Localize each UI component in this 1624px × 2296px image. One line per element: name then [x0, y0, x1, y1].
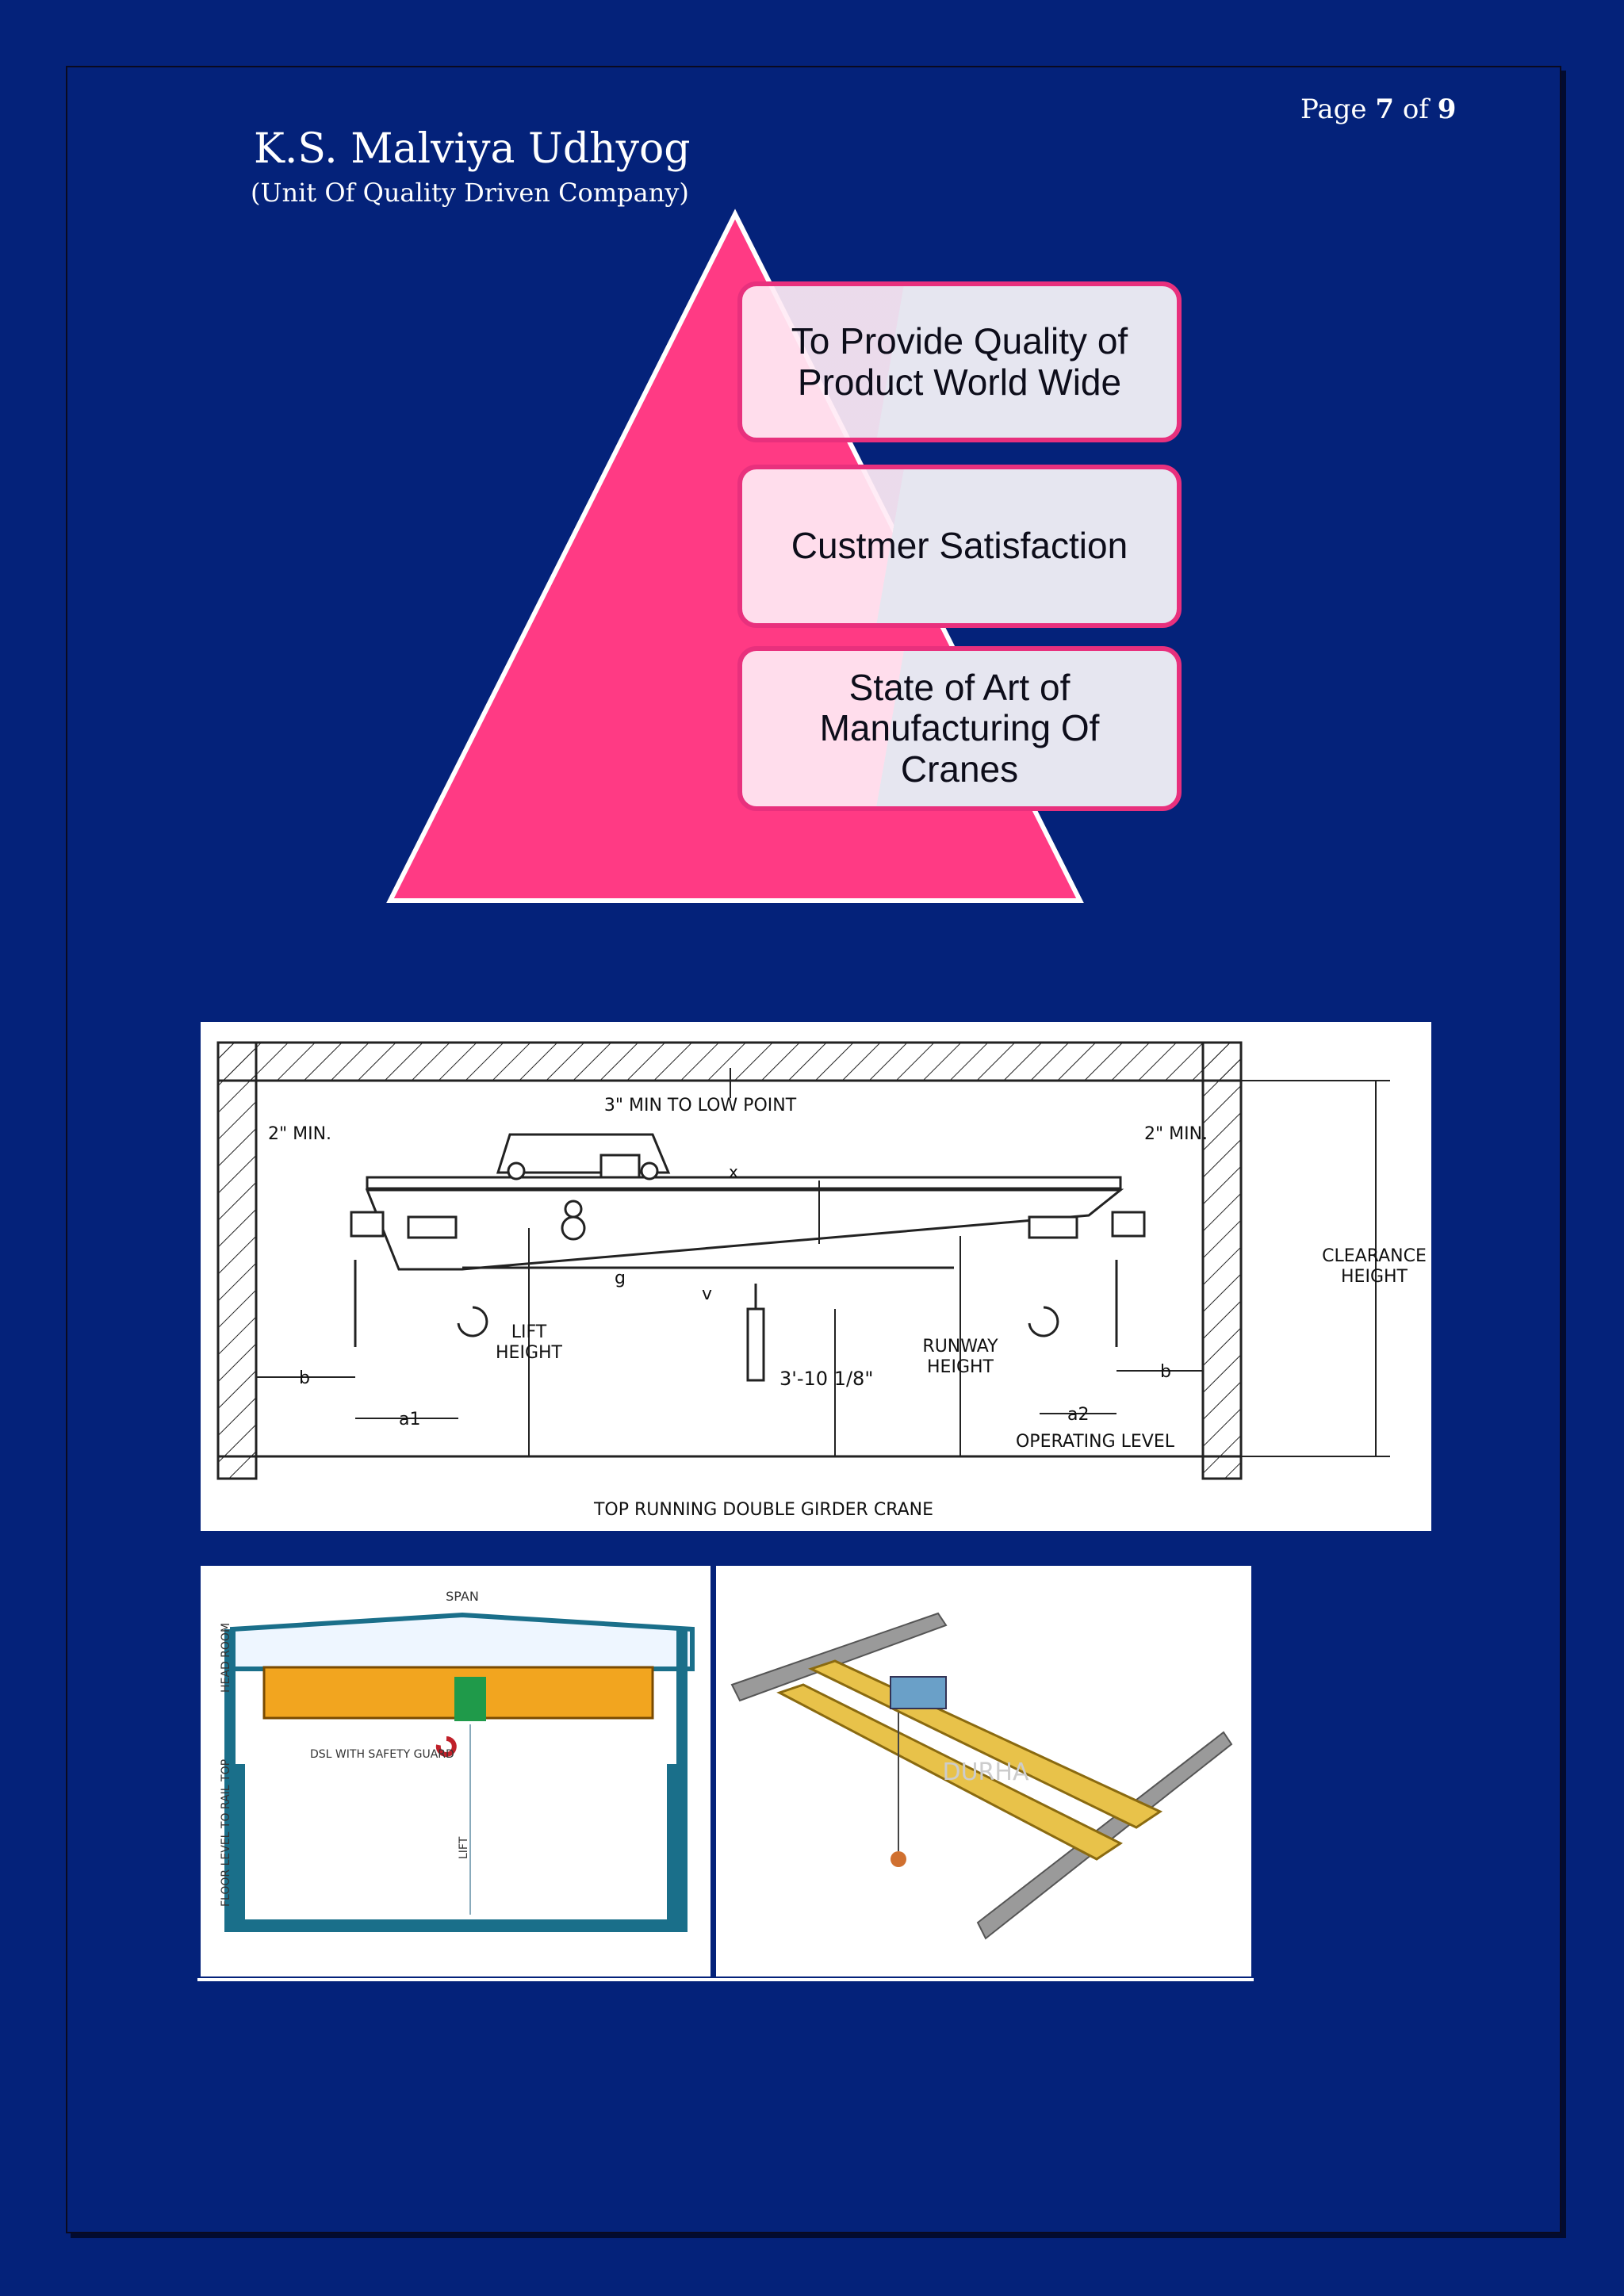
- diagram-caption: TOP RUNNING DOUBLE GIRDER CRANE: [593, 1500, 933, 1520]
- diagram-label-b-left: b: [299, 1368, 310, 1388]
- crane-section-illustration: SPAN HEAD ROOM FLOOR LEVEL TO RAIL TOP D…: [201, 1566, 710, 1976]
- diagram-label-operating-level: OPERATING LEVEL: [1016, 1432, 1175, 1452]
- illustration-label-span: SPAN: [446, 1589, 479, 1604]
- company-tagline: (Unit Of Quality Driven Company): [251, 178, 689, 208]
- image-underline: [197, 1978, 1254, 1981]
- diagram-label-g: g: [615, 1269, 626, 1288]
- page-frame: [66, 66, 1561, 2233]
- diagram-label-pendant-dim: 3'-10 1/8": [779, 1368, 873, 1390]
- diagram-label-v: v: [702, 1284, 712, 1304]
- illustration-label-dsl: DSL WITH SAFETY GUARD: [310, 1748, 454, 1761]
- diagram-label-min-left: 2" MIN.: [268, 1124, 331, 1144]
- diagram-label-min-low-point: 3" MIN TO LOW POINT: [604, 1096, 797, 1115]
- diagram-label-x: x: [729, 1162, 738, 1181]
- illustration-label-lift: LIFT: [458, 1836, 470, 1859]
- pyramid-tier-quality: To Provide Quality of Product World Wide: [737, 281, 1182, 442]
- illustration-label-head-room: HEAD ROOM: [220, 1623, 232, 1693]
- illustration-watermark: DURHA: [943, 1758, 1029, 1786]
- company-name: K.S. Malviya Udhyog: [254, 125, 691, 173]
- diagram-label-a1: a1: [399, 1410, 420, 1429]
- illustration-label-floor-level: FLOOR LEVEL TO RAIL TOP: [220, 1759, 232, 1907]
- diagram-label-a2: a2: [1067, 1405, 1089, 1425]
- crane-perspective-illustration: DURHA: [716, 1566, 1251, 1976]
- pyramid-tier-satisfaction: Custmer Satisfaction: [737, 465, 1182, 628]
- diagram-label-min-right: 2" MIN.: [1144, 1124, 1208, 1144]
- crane-technical-diagram: 3" MIN TO LOW POINT 2" MIN. 2" MIN. x g …: [201, 1022, 1431, 1531]
- diagram-label-b-right: b: [1160, 1362, 1171, 1382]
- pyramid-tier-manufacturing: State of Art of Manufacturing Of Cranes: [737, 646, 1182, 811]
- page-number: Page 7 of 9: [1300, 94, 1457, 125]
